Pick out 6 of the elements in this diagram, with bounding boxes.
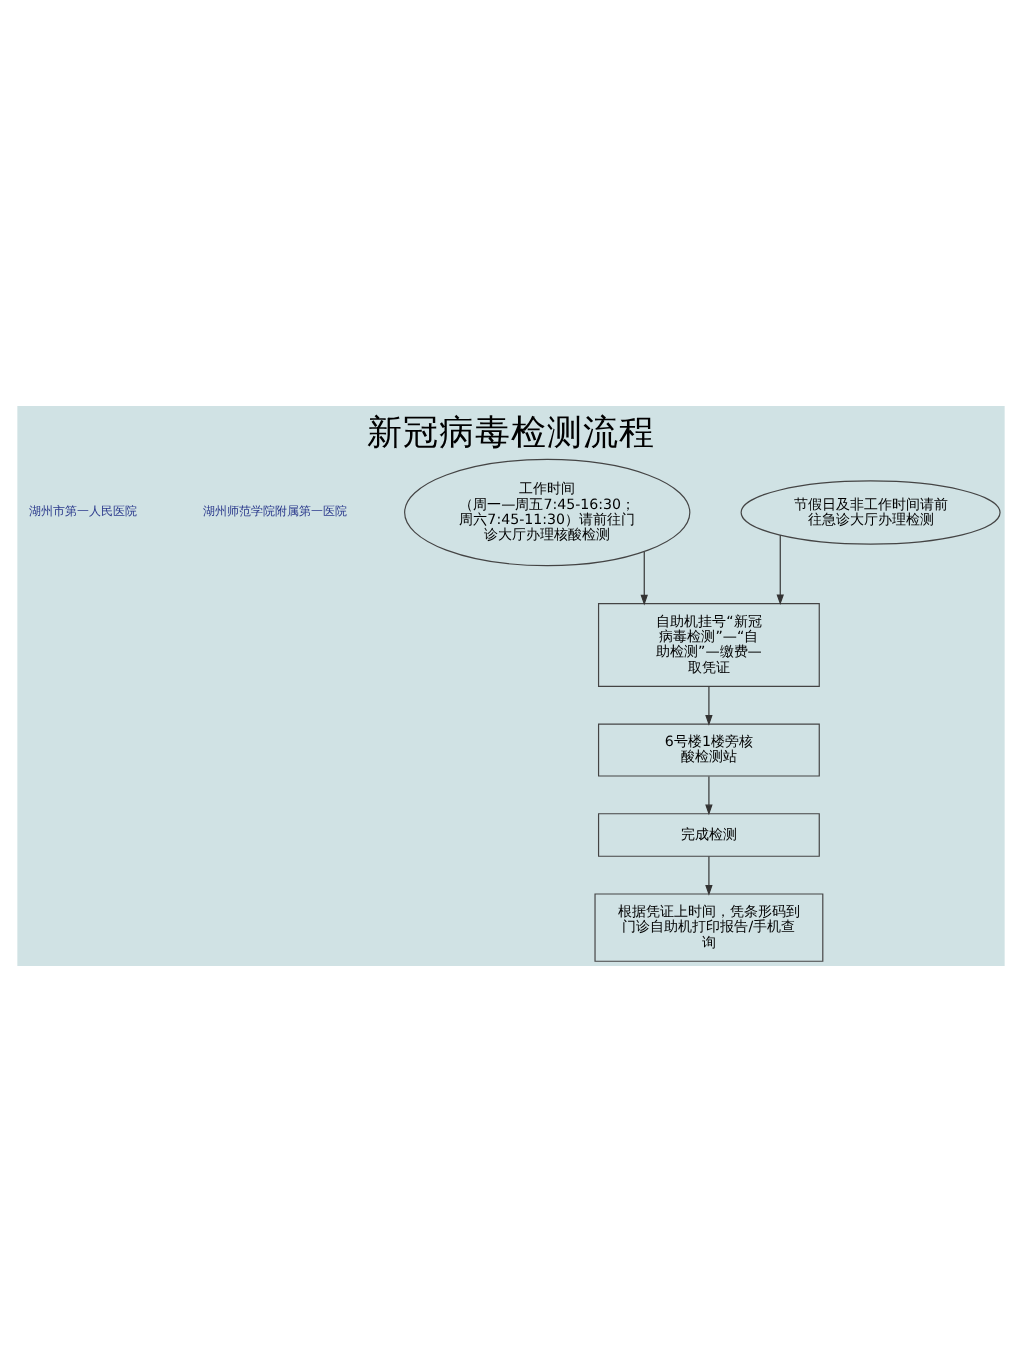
arrow xyxy=(640,551,648,606)
arrow xyxy=(776,534,784,606)
arrow xyxy=(705,685,713,726)
arrow xyxy=(705,855,713,896)
arrow xyxy=(705,775,713,816)
diagram-title: 新冠病毒检测流程 xyxy=(367,413,655,454)
